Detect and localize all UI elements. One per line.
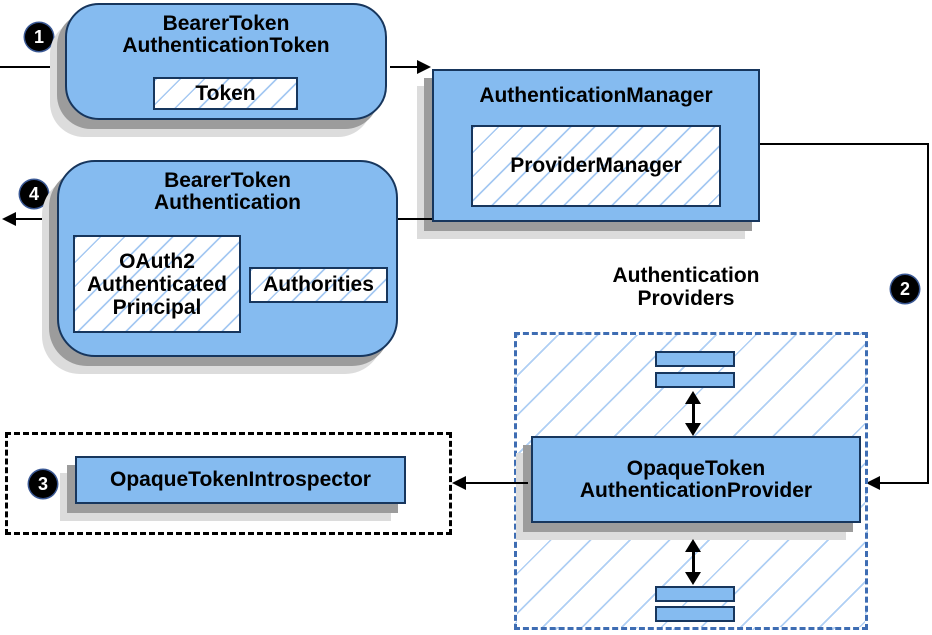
arrowhead-left-icon	[2, 212, 16, 226]
title-line: BearerToken	[162, 12, 290, 35]
arrowhead-left-icon	[452, 476, 466, 490]
heading-line: Providers	[637, 287, 735, 310]
label-line: Principal	[112, 295, 202, 319]
token-box: Token	[153, 77, 298, 110]
flow-line-step2-into-provider	[879, 482, 929, 484]
flow-line-result-out	[15, 218, 57, 220]
provider-manager-box: ProviderManager	[471, 125, 721, 207]
flow-line-provider-to-introspector	[465, 482, 528, 484]
step-badge-1: 1	[25, 23, 53, 51]
oauth2-authenticated-principal-box: OAuth2 Authenticated Principal	[73, 235, 241, 333]
oauth2-principal-label: OAuth2 Authenticated Principal	[87, 250, 227, 319]
arrowhead-right-icon	[417, 60, 431, 74]
title-line: OpaqueToken	[626, 456, 766, 480]
authentication-manager-box: AuthenticationManager ProviderManager	[432, 69, 760, 222]
flow-line-step2-vertical	[927, 143, 929, 484]
label-line: Authenticated	[86, 272, 227, 296]
title-line: AuthenticationProvider	[579, 478, 813, 502]
double-arrow-vertical-icon	[685, 539, 701, 585]
label-line: OAuth2	[119, 249, 195, 273]
authentication-providers-group: OpaqueToken AuthenticationProvider	[514, 332, 868, 630]
flow-line-step2-horizontal	[760, 143, 929, 145]
step-badge-2: 2	[891, 275, 919, 303]
flow-line-request-in	[0, 66, 65, 68]
step-badge-4: 4	[20, 180, 48, 208]
provider-list-item-bar	[655, 372, 735, 388]
title-line: BearerToken	[164, 169, 291, 192]
provider-list-item-bar	[655, 351, 735, 367]
bearer-token-authentication-token-box: BearerToken AuthenticationToken Token	[65, 3, 387, 120]
bearer-token-authentication-token-title: BearerToken AuthenticationToken	[67, 13, 385, 57]
heading-line: Authentication	[612, 264, 760, 287]
provider-list-item-bar	[655, 586, 735, 602]
authentication-providers-heading: Authentication Providers	[576, 264, 796, 310]
double-arrow-vertical-icon	[685, 391, 701, 436]
flow-line-token-to-manager	[390, 66, 419, 68]
authentication-manager-title: AuthenticationManager	[479, 84, 713, 107]
flow-line-manager-to-authentication	[398, 218, 432, 220]
arrowhead-left-icon	[866, 476, 880, 490]
bearer-token-authentication-box: BearerToken Authentication OAuth2 Authen…	[57, 160, 398, 357]
bearer-token-authentication-title: BearerToken Authentication	[59, 170, 396, 214]
opaque-token-authentication-provider-box: OpaqueToken AuthenticationProvider	[531, 436, 861, 523]
title-line: AuthenticationToken	[122, 34, 330, 57]
opaque-token-introspector-group: 3 OpaqueTokenIntrospector	[5, 432, 452, 535]
title-line: Authentication	[154, 191, 301, 214]
authorities-box: Authorities	[249, 267, 388, 303]
step-badge-3: 3	[29, 470, 57, 498]
provider-list-item-bar	[655, 606, 735, 622]
opaque-token-introspector-box: OpaqueTokenIntrospector	[75, 456, 406, 504]
